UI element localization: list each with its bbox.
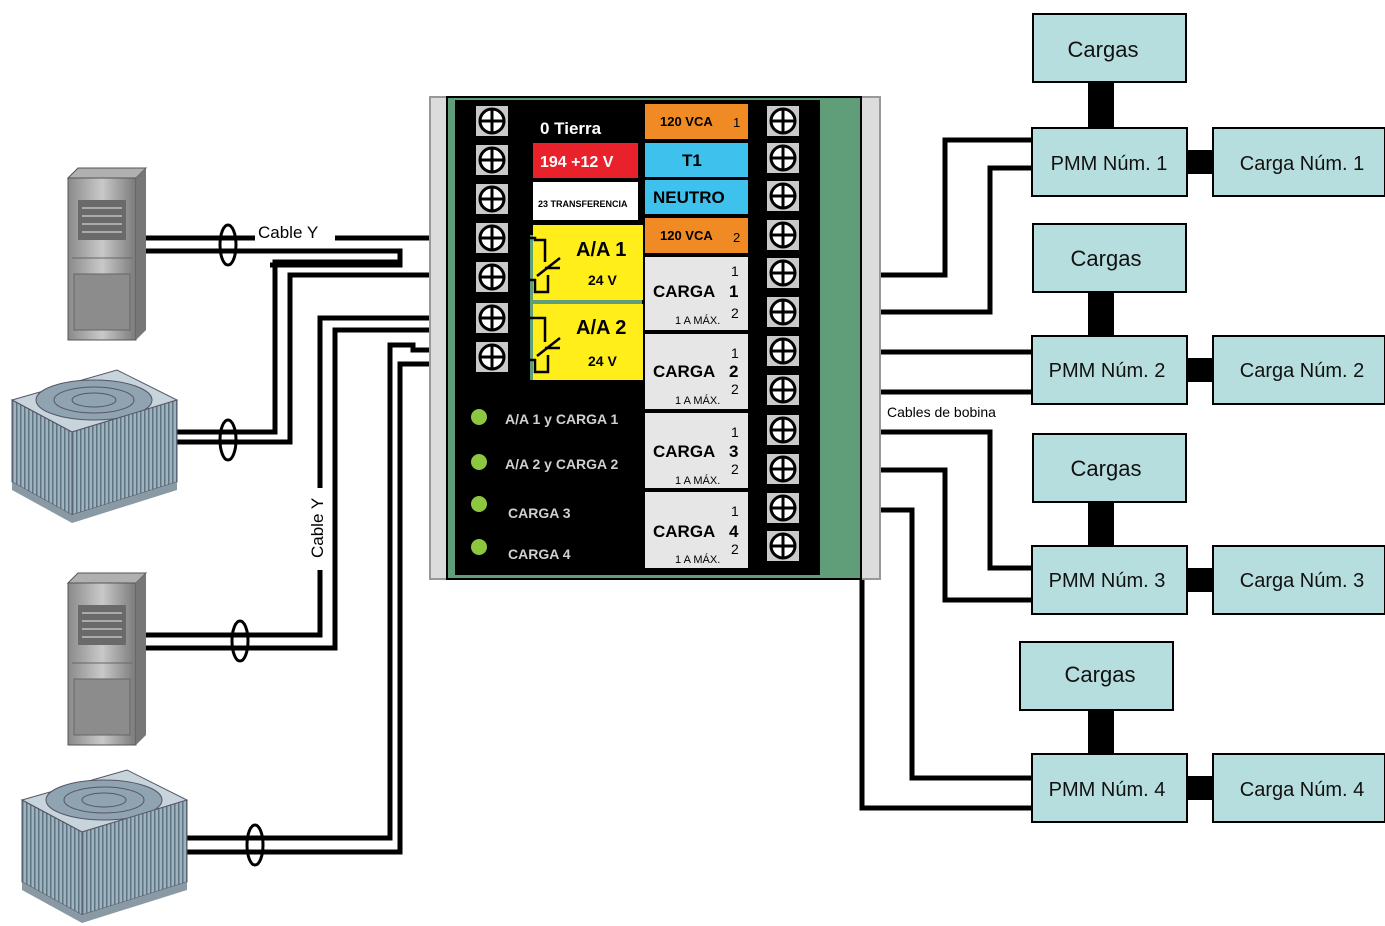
pmm-module-1: Cargas PMM Núm. 1 Carga Núm. 1 [1031,13,1385,197]
load-block-2: 1 CARGA 2 1 A MÁX. 2 [645,334,748,409]
svg-text:1 A MÁX.: 1 A MÁX. [675,553,720,566]
terminal-screw-icon [764,103,802,139]
svg-text:1: 1 [731,503,739,519]
terminal-screw-icon [764,412,802,448]
led-label: CARGA 4 [508,546,571,562]
cable-clamp [230,619,250,663]
carga-label: Carga Núm. 1 [1240,153,1365,175]
pmm-label: PMM Núm. 2 [1049,360,1166,382]
ac2-label: A/A 2 [576,317,626,339]
vac1-number: 1 [733,115,740,130]
pmm-module-3: Cargas PMM Núm. 3 Carga Núm. 3 [1031,433,1385,615]
ac2-volt-label: 24 V [588,353,617,369]
svg-text:1: 1 [729,282,738,301]
power-label: 194 +12 V [540,154,614,171]
carga-label: Carga Núm. 4 [1240,779,1365,801]
terminal-screw-icon [764,372,802,408]
svg-text:1: 1 [731,263,739,279]
transfer-label: 23 TRANSFERENCIA [538,199,628,209]
cable-clamp [245,823,265,867]
terminal-screw-icon [764,451,802,487]
svg-text:2: 2 [731,461,739,477]
svg-text:2: 2 [729,362,738,381]
svg-text:CARGA: CARGA [653,522,715,541]
vac2-label: 120 VCA [660,228,713,243]
svg-text:4: 4 [729,522,739,541]
led-indicator-icon [471,496,487,512]
load-block-4: 1 CARGA 4 1 A MÁX. 2 [645,492,748,568]
pmm-label: PMM Núm. 4 [1049,779,1166,801]
ac-condenser-icon [10,369,179,523]
svg-text:CARGA: CARGA [653,442,715,461]
cargas-label: Cargas [1071,246,1142,271]
terminal-screw-icon [473,300,511,336]
svg-text:1: 1 [731,424,739,440]
terminal-screw-icon [473,181,511,217]
left-terminal-strip [473,103,511,375]
neutral-label: NEUTRO [653,188,725,207]
terminal-screw-icon [764,333,802,369]
furnace-icon [66,572,148,746]
terminal-screw-icon [764,294,802,330]
terminal-screw-icon [473,259,511,295]
svg-text:2: 2 [731,381,739,397]
terminal-screw-icon [473,142,511,178]
terminal-screw-icon [764,217,802,253]
svg-text:CARGA: CARGA [653,282,715,301]
ac1-label: A/A 1 [576,239,626,261]
load-block-1: 1 CARGA 1 1 A MÁX. 2 [645,257,748,330]
vac1-label: 120 VCA [660,114,713,129]
svg-text:1 A MÁX.: 1 A MÁX. [675,394,720,407]
cargas-label: Cargas [1071,456,1142,481]
svg-text:3: 3 [729,442,738,461]
cable-y-vertical-label: Cable Y [308,498,327,558]
relay-contact-icon [505,236,561,294]
ac-condenser-icon [20,769,189,923]
pmm-module-2: Cargas PMM Núm. 2 Carga Núm. 2 [1031,223,1385,405]
led-label: A/A 1 y CARGA 1 [505,411,619,427]
cable-clamp [218,418,238,462]
control-board: 0 Tierra 194 +12 V 23 TRANSFERENCIA A/A … [429,96,881,580]
led-indicator-icon [471,454,487,470]
relay-contact-icon [505,316,561,374]
terminal-screw-icon [764,140,802,176]
pmm-label: PMM Núm. 1 [1051,153,1168,175]
load-block-3: 1 CARGA 3 1 A MÁX. 2 [645,413,748,488]
pmm-label: PMM Núm. 3 [1049,570,1166,592]
vac2-number: 2 [733,230,740,245]
carga-label: Carga Núm. 3 [1240,570,1365,592]
led-list: A/A 1 y CARGA 1 A/A 2 y CARGA 2 CARGA 3 … [471,409,619,562]
carga-label: Carga Núm. 2 [1240,360,1365,382]
ground-label: 0 Tierra [540,119,602,138]
t1-label: T1 [682,151,702,170]
coil-cables-label: Cables de bobina [887,404,996,420]
cable-clamp [218,223,238,267]
cable-y-label: Cable Y [258,223,318,242]
cargas-label: Cargas [1065,662,1136,687]
terminal-screw-icon [473,103,511,139]
terminal-screw-icon [473,220,511,256]
svg-text:CARGA: CARGA [653,362,715,381]
furnace-icon [66,167,148,341]
led-indicator-icon [471,409,487,425]
terminal-screw-icon [764,178,802,214]
svg-text:1 A MÁX.: 1 A MÁX. [675,474,720,487]
terminal-screw-icon [764,255,802,291]
terminal-screw-icon [764,528,802,564]
led-label: A/A 2 y CARGA 2 [505,456,619,472]
led-label: CARGA 3 [508,505,571,521]
terminal-screw-icon [764,490,802,526]
svg-text:1 A MÁX.: 1 A MÁX. [675,314,720,327]
cargas-label: Cargas [1068,37,1139,62]
svg-text:2: 2 [731,541,739,557]
cable-clamps [218,223,265,867]
pmm-module-4: Cargas PMM Núm. 4 Carga Núm. 4 [1019,641,1385,823]
ac1-volt-label: 24 V [588,272,617,288]
svg-text:2: 2 [731,305,739,321]
svg-text:1: 1 [731,345,739,361]
terminal-screw-icon [473,339,511,375]
led-indicator-icon [471,539,487,555]
